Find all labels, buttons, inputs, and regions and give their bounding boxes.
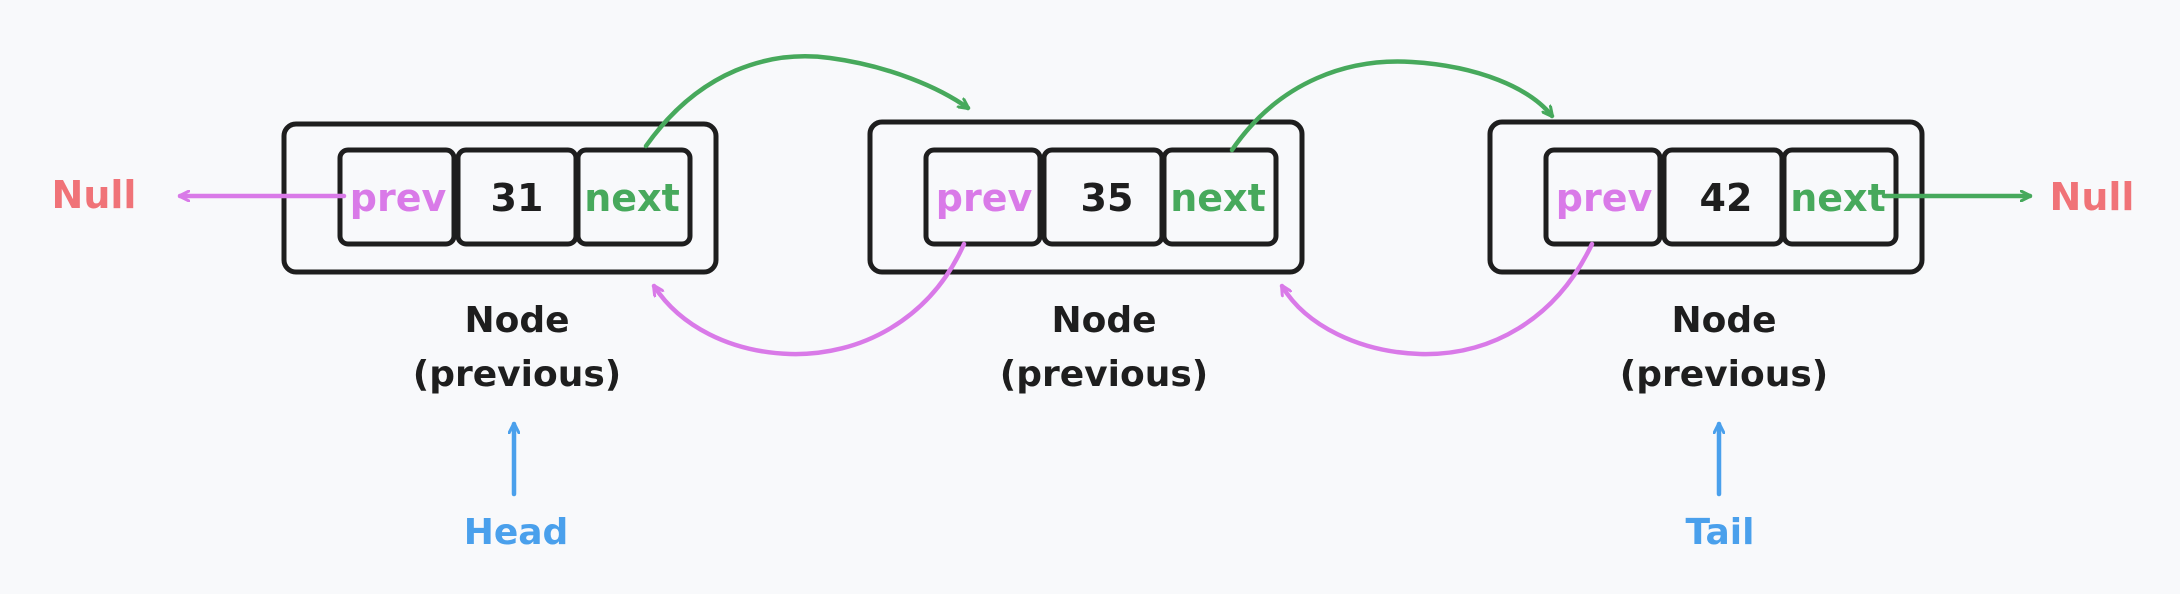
null-left-label: Null [52,173,137,217]
next-label: next [1170,176,1266,220]
prev-label: prev [350,176,447,220]
tail-label: Tail [1686,512,1755,553]
node-caption: Node [464,300,569,341]
node-1: prev 31 next Node (previous) [281,121,719,395]
prev-arrow-node3-to-node2 [1279,241,1595,357]
node-value: 35 [1081,176,1134,220]
node-caption: Node [1051,300,1156,341]
node-caption: Node [1671,300,1776,341]
node-caption-sub: (previous) [413,354,621,395]
head-label: Head [464,512,569,553]
node-caption-sub: (previous) [1620,354,1828,395]
node-3: prev 42 next Node (previous) [1487,119,1925,395]
node-caption-sub: (previous) [1000,354,1208,395]
prev-arrow-node2-to-node1 [651,241,967,357]
next-cell [1161,147,1279,247]
next-label: next [584,176,680,220]
prev-cell [923,147,1043,247]
node-value: 31 [491,176,544,220]
prev-label: prev [1556,176,1653,220]
next-arrow-node1-to-node2 [643,54,968,149]
node-outer-box [867,119,1305,275]
next-arrow-node2-to-node3 [1229,59,1555,153]
node-value: 42 [1700,176,1753,220]
node-2: prev 35 next Node (previous) [867,119,1305,395]
null-right-label: Null [2050,175,2135,219]
next-label: next [1790,176,1886,220]
prev-label: prev [936,176,1033,220]
next-cell [575,147,693,247]
prev-cell [1543,147,1663,247]
